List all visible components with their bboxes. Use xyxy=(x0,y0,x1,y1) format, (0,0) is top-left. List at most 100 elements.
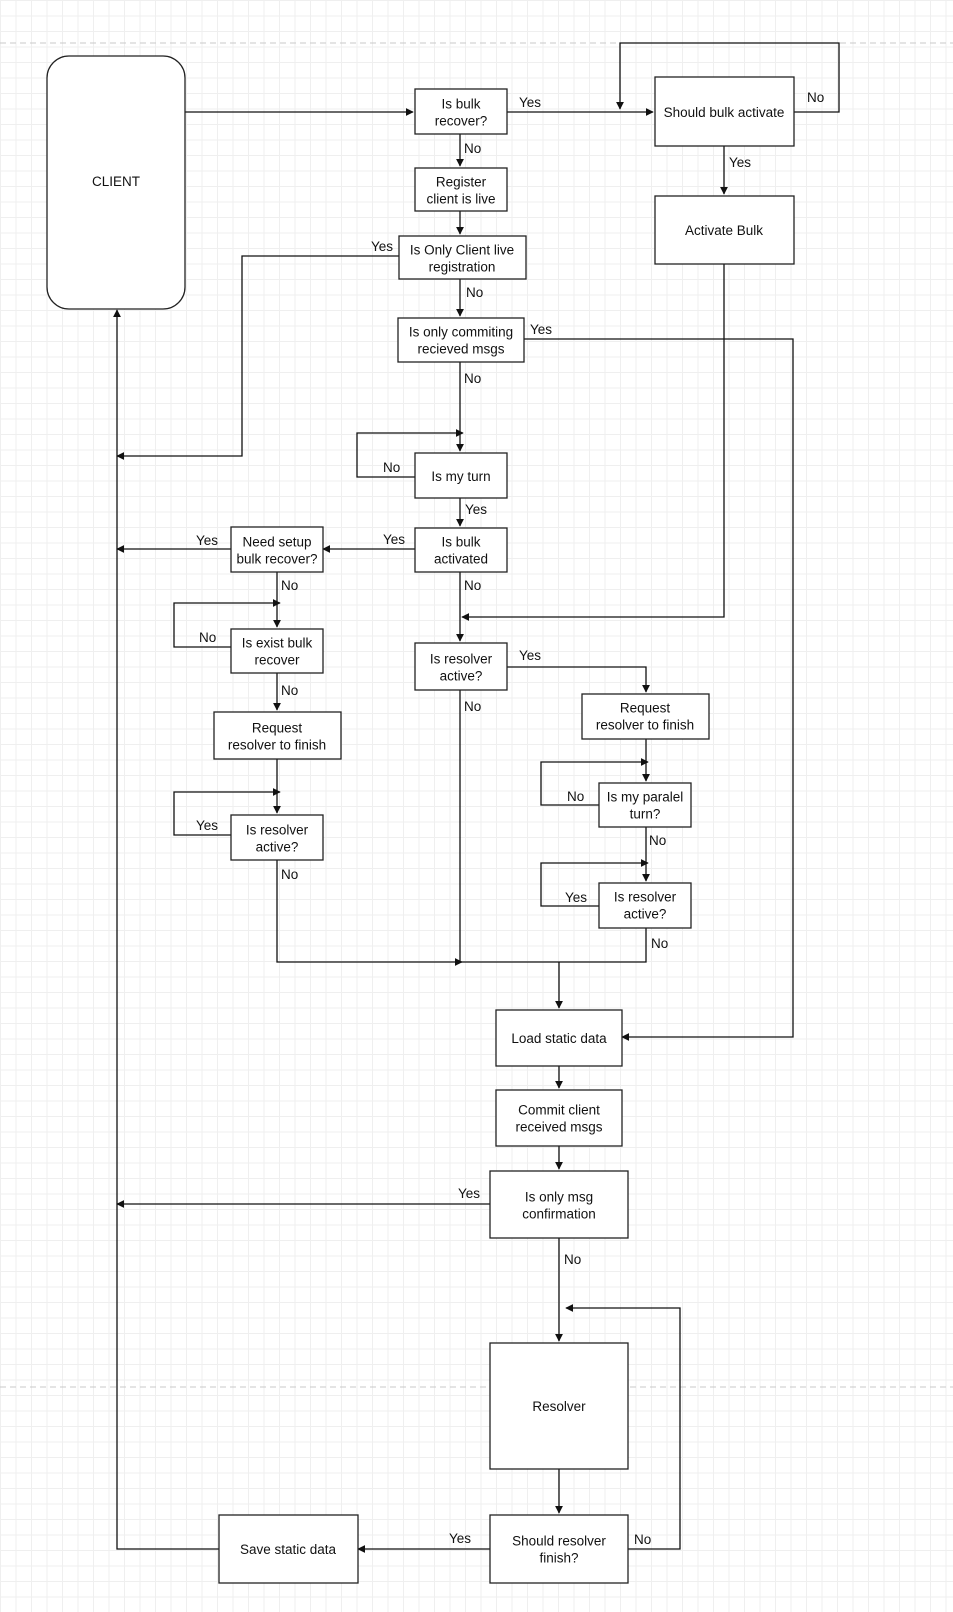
node-text-line: Is bulk xyxy=(441,535,480,550)
node-is-only-client-live[interactable]: Is Only Client live registration xyxy=(398,235,527,280)
edge-only-client-yes xyxy=(116,255,399,460)
node-text-line: Register xyxy=(436,175,487,190)
edge-label: Yes xyxy=(530,322,552,337)
nodes: CLIENT Is bulk recover? Should bulk activ… xyxy=(46,55,795,1584)
node-text-line: Resolver xyxy=(532,1399,586,1414)
node-text-line: recieved msgs xyxy=(417,342,504,357)
edge-label: No xyxy=(464,699,481,714)
node-text: Request resolver to finish xyxy=(228,721,326,753)
edge-label: No xyxy=(564,1252,581,1267)
node-text-line: activated xyxy=(434,552,488,567)
node-text-line: Request xyxy=(252,721,303,736)
node-text: Save static data xyxy=(240,1542,337,1557)
edge-only-commiting-yes xyxy=(524,338,794,1041)
edge-label: Yes xyxy=(196,533,218,548)
edge-label: Yes xyxy=(729,155,751,170)
node-text-line: Is resolver xyxy=(430,652,493,667)
node-text-line: registration xyxy=(429,260,496,275)
node-text: Is my turn xyxy=(431,469,490,484)
node-text-line: resolver to finish xyxy=(228,738,326,753)
node-text-line: Should bulk activate xyxy=(664,105,785,120)
edge-resolver-left-yes-loop xyxy=(173,788,281,836)
node-save-static-data[interactable]: Save static data xyxy=(218,1514,359,1584)
edge-my-turn-no-loop xyxy=(356,429,464,478)
edge-label: No xyxy=(634,1532,651,1547)
node-text-line: CLIENT xyxy=(92,174,140,189)
node-text: Is bulk activated xyxy=(434,535,488,567)
node-text: Is resolver active? xyxy=(614,890,677,922)
edge-resolver-right-no xyxy=(559,928,647,963)
edge-label: Yes xyxy=(449,1531,471,1546)
node-text-line: Activate Bulk xyxy=(685,223,763,238)
edges xyxy=(113,42,840,1553)
node-text-line: Is my turn xyxy=(431,469,490,484)
edge-label: No xyxy=(281,867,298,882)
edge-should-bulk-activate-no-loop xyxy=(616,42,840,113)
node-text-line: Is bulk xyxy=(441,97,480,112)
node-text-line: finish? xyxy=(539,1551,578,1566)
node-should-bulk-activate[interactable]: Should bulk activate xyxy=(654,76,795,147)
node-text: Should resolver finish? xyxy=(512,1534,606,1566)
node-is-my-turn[interactable]: Is my turn xyxy=(414,452,508,499)
node-text-line: recover? xyxy=(435,114,488,129)
node-resolver[interactable]: Resolver xyxy=(489,1342,629,1470)
edge-label: Yes xyxy=(565,890,587,905)
node-text-line: Should resolver xyxy=(512,1534,606,1549)
edge-resolver-finish-no-loop xyxy=(565,1304,681,1550)
node-text-line: Commit client xyxy=(518,1103,600,1118)
node-request-resolver-finish-left[interactable]: Request resolver to finish xyxy=(213,711,342,760)
edge-label: Yes xyxy=(465,502,487,517)
node-is-bulk-activated[interactable]: Is bulk activated xyxy=(414,527,508,573)
node-text-line: active? xyxy=(624,907,667,922)
node-text-line: Is my paralel xyxy=(607,790,684,805)
node-should-resolver-finish[interactable]: Should resolver finish? xyxy=(489,1514,629,1584)
edge-label: No xyxy=(466,285,483,300)
node-is-resolver-active-right[interactable]: Is resolver active? xyxy=(598,882,692,929)
edge-label: No xyxy=(567,789,584,804)
edge-label: Yes xyxy=(519,95,541,110)
node-text: Register client is live xyxy=(426,175,495,207)
node-activate-bulk[interactable]: Activate Bulk xyxy=(654,195,795,265)
edge-label: No xyxy=(383,460,400,475)
node-is-bulk-recover[interactable]: Is bulk recover? xyxy=(414,88,508,135)
node-text-line: client is live xyxy=(426,192,495,207)
edge-save-to-client xyxy=(113,309,219,1550)
node-text-line: active? xyxy=(256,840,299,855)
node-load-static-data[interactable]: Load static data xyxy=(495,1009,623,1067)
edge-exist-bulk-no-loop xyxy=(173,599,281,648)
node-text-line: Is resolver xyxy=(614,890,677,905)
node-text-line: recover xyxy=(254,653,300,668)
edge-label: No xyxy=(464,578,481,593)
edge-label: No xyxy=(649,833,666,848)
edge-resolver-right-yes-loop xyxy=(540,859,649,907)
edge-label: No xyxy=(807,90,824,105)
node-text: Resolver xyxy=(532,1399,586,1414)
node-text: CLIENT xyxy=(92,174,140,189)
edge-label: No xyxy=(281,683,298,698)
node-text-line: Is Only Client live xyxy=(410,243,514,258)
node-register-client-live[interactable]: Register client is live xyxy=(414,167,508,212)
node-client[interactable]: CLIENT xyxy=(46,55,186,310)
node-text-line: Is only msg xyxy=(525,1190,593,1205)
edge-resolver-mid-yes xyxy=(507,666,650,693)
edge-resolver-mid-no xyxy=(459,690,559,963)
edge-label: No xyxy=(651,936,668,951)
edge-label: No xyxy=(464,371,481,386)
edge-labels: Yes No No Yes Yes No Yes No No Yes Yes N… xyxy=(196,90,824,1547)
edge-label: Yes xyxy=(458,1186,480,1201)
